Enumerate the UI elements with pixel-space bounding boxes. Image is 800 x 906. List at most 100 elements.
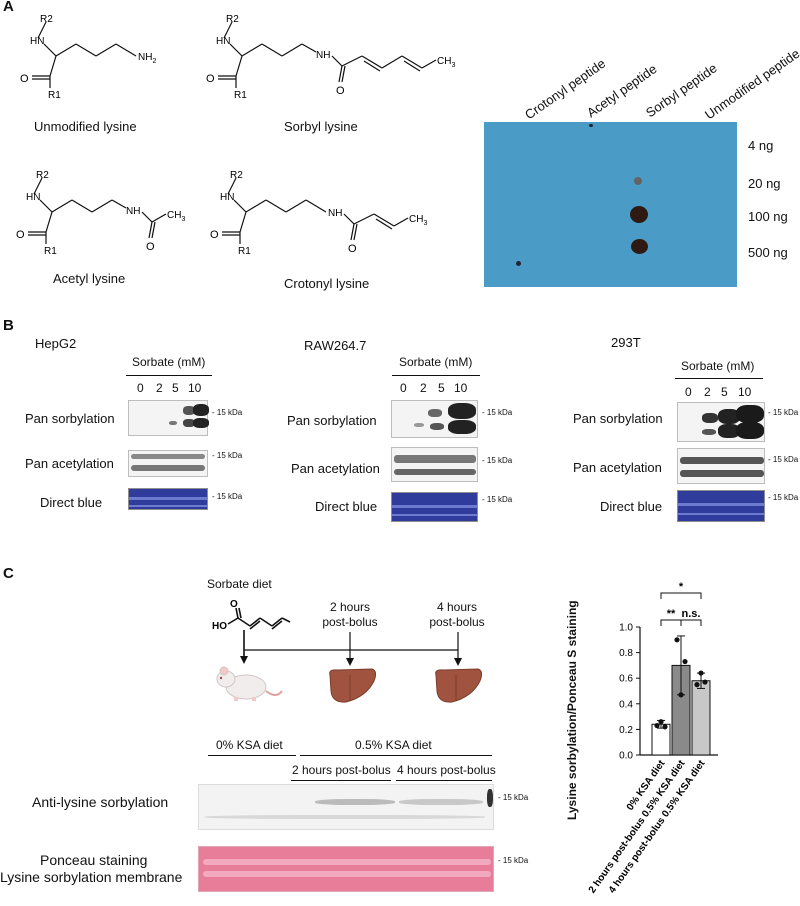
band	[392, 514, 477, 516]
dot-blot-row-label: 500 ng	[748, 245, 788, 260]
row-label-pan-acetylation: Pan acetylation	[25, 456, 114, 471]
liver-illustration-4h	[435, 668, 483, 703]
band	[702, 413, 718, 423]
band	[414, 423, 424, 427]
hepg2-acetylation-blot	[128, 450, 208, 477]
sorbyl-lysine-caption: Sorbyl lysine	[284, 119, 358, 134]
liver-illustration-2h	[329, 668, 377, 703]
t293-sorbylation-blot	[677, 402, 765, 442]
ch3-text: CH3	[167, 210, 185, 223]
x-tick-label: 2 hours post-bolus 0.5% KSA diet	[587, 758, 688, 896]
o-text: O	[348, 243, 357, 255]
sorbate-timeline: O HO	[212, 599, 462, 666]
hn-text: HN	[216, 36, 230, 47]
band	[718, 424, 740, 438]
band	[487, 789, 493, 807]
band	[678, 503, 764, 506]
dose-label: 5	[172, 381, 179, 395]
panel-b-label: B	[3, 317, 14, 334]
band	[394, 455, 476, 463]
arrow-down-icon	[454, 658, 462, 666]
crotonyl-lysine-structure: R2 HN O R1 NH O CH3	[210, 170, 427, 257]
band	[736, 405, 764, 423]
dose-label: 10	[738, 385, 752, 399]
o-text: O	[336, 85, 345, 97]
dot-blot-membrane	[484, 122, 737, 287]
band	[129, 505, 207, 507]
band	[448, 420, 476, 434]
r2-text: R2	[36, 170, 49, 181]
row-label-ponceau-1: Ponceau staining	[40, 852, 148, 868]
data-point	[662, 724, 668, 730]
dose-label: 2	[156, 381, 163, 395]
significance-bracket	[660, 592, 702, 599]
nh-text: NH	[316, 50, 330, 61]
t293-acetylation-blot	[677, 448, 765, 484]
unmodified-lysine-caption: Unmodified lysine	[34, 119, 137, 134]
mouse-illustration	[216, 666, 283, 701]
dot-sorbyl-20ng	[634, 177, 642, 185]
hepg2-sorbylation-blot	[128, 400, 209, 436]
band	[394, 469, 476, 475]
row-label-pan-sorbylation: Pan sorbylation	[573, 411, 663, 426]
r1-text: R1	[44, 246, 57, 257]
subgroup-4h-line	[396, 780, 492, 781]
panel-a-label: A	[3, 0, 14, 15]
hn-text: HN	[220, 192, 234, 203]
band	[131, 454, 205, 459]
group-0pct-line	[208, 755, 296, 756]
o-text: O	[206, 73, 215, 85]
kda-marker: - 15 kDa	[212, 492, 243, 501]
data-point	[654, 722, 660, 729]
row-label-direct-blue: Direct blue	[600, 499, 663, 514]
y-tick-label: 0.6	[619, 674, 633, 685]
band	[736, 422, 764, 439]
kda-marker: - 15 kDa	[498, 856, 529, 865]
row-label-pan-acetylation: Pan acetylation	[291, 461, 380, 476]
band	[702, 429, 716, 435]
significance-bracket	[680, 619, 702, 626]
hepg2-direct-blue-blot	[128, 488, 208, 510]
significance-label: **	[667, 608, 676, 620]
y-tick-label: 0.2	[619, 725, 633, 736]
significance-bracket	[660, 619, 682, 626]
group-05pct-line	[300, 755, 492, 756]
sorbate-underline	[126, 375, 212, 376]
r1-text: R1	[48, 90, 61, 101]
y-tick-label: 0.8	[619, 648, 633, 659]
dose-label: 10	[454, 381, 468, 395]
nh-text: NH	[328, 208, 342, 219]
timepoint-4h: 4 hours post-bolus	[429, 600, 485, 629]
band	[392, 505, 477, 508]
raw-direct-blue-blot	[391, 492, 478, 522]
ch3-text: CH3	[437, 56, 455, 69]
row-label-pan-sorbylation: Pan sorbylation	[25, 411, 115, 426]
dose-label: 10	[188, 381, 202, 395]
sorbate-label: Sorbate (mM)	[132, 355, 206, 369]
unmodified-lysine-structure: R2 HN O R1 NH2	[20, 14, 156, 101]
kda-marker: - 15 kDa	[768, 408, 799, 417]
hn-text: HN	[26, 192, 40, 203]
band	[131, 465, 205, 471]
kda-marker: - 15 kDa	[482, 495, 513, 504]
r1-text: R1	[234, 90, 247, 101]
y-tick-label: 0.0	[619, 751, 633, 762]
o-text: O	[210, 229, 219, 241]
t293-direct-blue-blot	[677, 490, 765, 522]
dot-blot-row-label: 4 ng	[748, 138, 774, 153]
band	[680, 457, 764, 464]
kda-marker: - 15 kDa	[212, 451, 243, 460]
dose-label: 5	[721, 385, 728, 399]
data-point	[694, 682, 700, 688]
band	[718, 409, 740, 424]
kda-marker: - 15 kDa	[498, 793, 529, 802]
ponceau-blot	[198, 846, 494, 892]
group-05pct-label: 0.5% KSA diet	[355, 738, 432, 752]
group-0pct-label: 0% KSA diet	[216, 738, 283, 752]
dot-blot-row-label: 20 ng	[748, 176, 781, 191]
row-label-anti-lysine-sorbylation: Anti-lysine sorbylation	[32, 794, 169, 810]
band	[315, 799, 395, 805]
dose-label: 5	[438, 381, 445, 395]
crotonyl-lysine-caption: Crotonyl lysine	[284, 276, 370, 291]
r2-text: R2	[40, 14, 53, 25]
